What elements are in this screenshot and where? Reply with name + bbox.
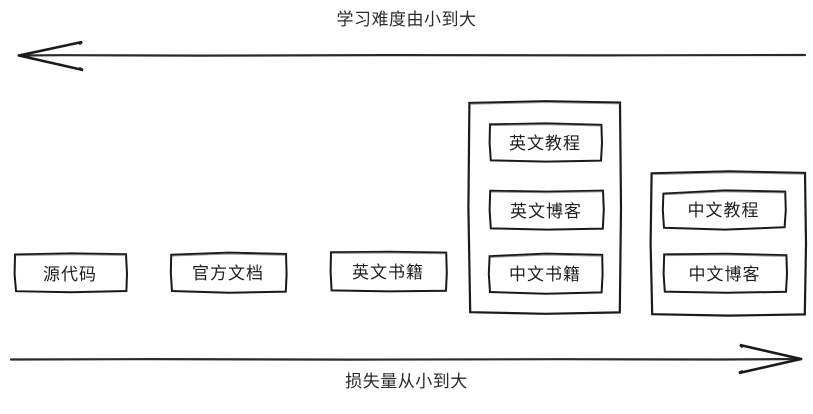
top-axis-arrow [17,40,807,72]
node-outline [329,250,448,293]
node-box-english-tutorial[interactable]: 英文教程 [488,122,604,163]
group-box-chinese-tutorials: 中文教程 中文博客 [649,170,808,317]
node-outline [488,189,605,231]
node-label: 中文书籍 [509,264,581,285]
node-box-official-docs[interactable]: 官方文档 [169,251,288,294]
top-axis-label: 学习难度由小到大 [336,10,477,30]
node-box-chinese-blog[interactable]: 中文博客 [662,252,789,294]
node-box-english-blog[interactable]: 英文博客 [488,189,605,231]
bottom-axis-label: 损失量从小到大 [345,372,468,392]
node-outline [487,252,604,295]
node-box-english-books[interactable]: 英文书籍 [329,250,448,293]
node-label: 英文书籍 [352,263,424,283]
node-box-source-code[interactable]: 源代码 [13,252,129,294]
node-label: 英文博客 [510,201,582,222]
node-label: 英文教程 [509,134,581,154]
node-outline [13,252,129,294]
node-label: 中文教程 [687,201,760,221]
node-label: 中文博客 [688,264,761,285]
group-box-english-tutorials: 英文教程 英文博客 中文书籍 [467,100,623,315]
node-outline [662,252,789,294]
node-outline [661,189,787,231]
node-box-chinese-books[interactable]: 中文书籍 [487,252,604,295]
node-label: 源代码 [43,264,97,285]
node-outline [169,251,288,294]
bottom-axis-arrow [9,343,803,375]
node-label: 官方文档 [192,264,264,284]
node-outline [488,122,604,163]
node-box-chinese-tutorial[interactable]: 中文教程 [661,189,787,231]
